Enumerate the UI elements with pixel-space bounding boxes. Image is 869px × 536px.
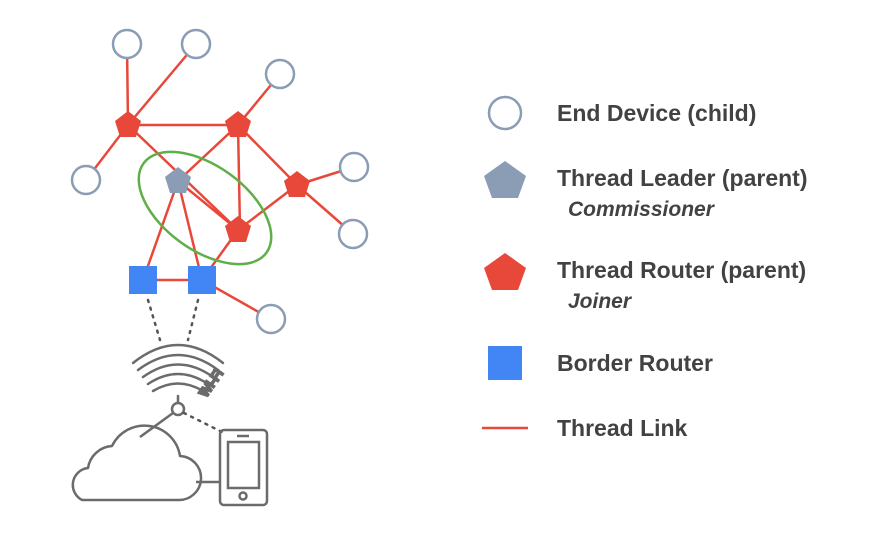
border-router-node xyxy=(129,266,157,294)
legend-border-router-label: Border Router xyxy=(557,350,713,376)
legend-border-router-icon xyxy=(488,346,522,380)
thread-link xyxy=(127,43,197,126)
thread-link xyxy=(141,180,180,281)
legend-router-label: Thread Router (parent) xyxy=(557,257,806,283)
border-routers xyxy=(129,266,216,294)
legend-router-icon xyxy=(484,253,526,290)
end-device-node xyxy=(337,218,369,250)
thread-links xyxy=(85,43,355,321)
commissioner-ellipse xyxy=(137,150,273,266)
thread-router-node xyxy=(225,111,251,137)
legend-leader-icon xyxy=(484,161,526,198)
legend-end-device-label: End Device (child) xyxy=(557,100,756,126)
thread-link xyxy=(177,180,239,231)
end-device-node xyxy=(264,58,296,90)
thread-routers xyxy=(115,111,310,242)
wifi-phone-dotted-link xyxy=(182,411,224,434)
wifi-dotted-links xyxy=(146,298,200,342)
thread-link xyxy=(236,124,242,231)
wifi-icon: Wi-Fi xyxy=(131,343,227,417)
cloud-icon xyxy=(71,424,203,502)
end-device-node xyxy=(338,151,370,183)
border-router-node xyxy=(188,266,216,294)
legend: End Device (child) Thread Leader (parent… xyxy=(482,95,808,441)
legend-router-sublabel: Joiner xyxy=(568,290,633,313)
thread-link xyxy=(177,124,239,182)
thread-router-node xyxy=(284,171,310,197)
thread-leader-node xyxy=(165,167,191,193)
legend-end-device-icon xyxy=(487,95,523,131)
thread-link xyxy=(176,180,204,281)
end-device-node xyxy=(255,303,287,335)
legend-thread-link-label: Thread Link xyxy=(557,415,688,441)
thread-link xyxy=(237,124,298,186)
end-devices xyxy=(70,28,370,335)
thread-link xyxy=(237,184,298,231)
legend-leader-label: Thread Leader (parent) xyxy=(557,165,808,191)
thread-router-node xyxy=(115,111,141,137)
end-device-node xyxy=(70,164,102,196)
smartphone-icon xyxy=(218,428,269,507)
wifi-label: Wi-Fi xyxy=(196,366,226,400)
end-device-node xyxy=(111,28,143,60)
wifi-cloud-link xyxy=(139,411,174,439)
end-device-node xyxy=(180,28,212,60)
legend-leader-sublabel: Commissioner xyxy=(568,198,716,221)
thread-router-node xyxy=(225,216,251,242)
